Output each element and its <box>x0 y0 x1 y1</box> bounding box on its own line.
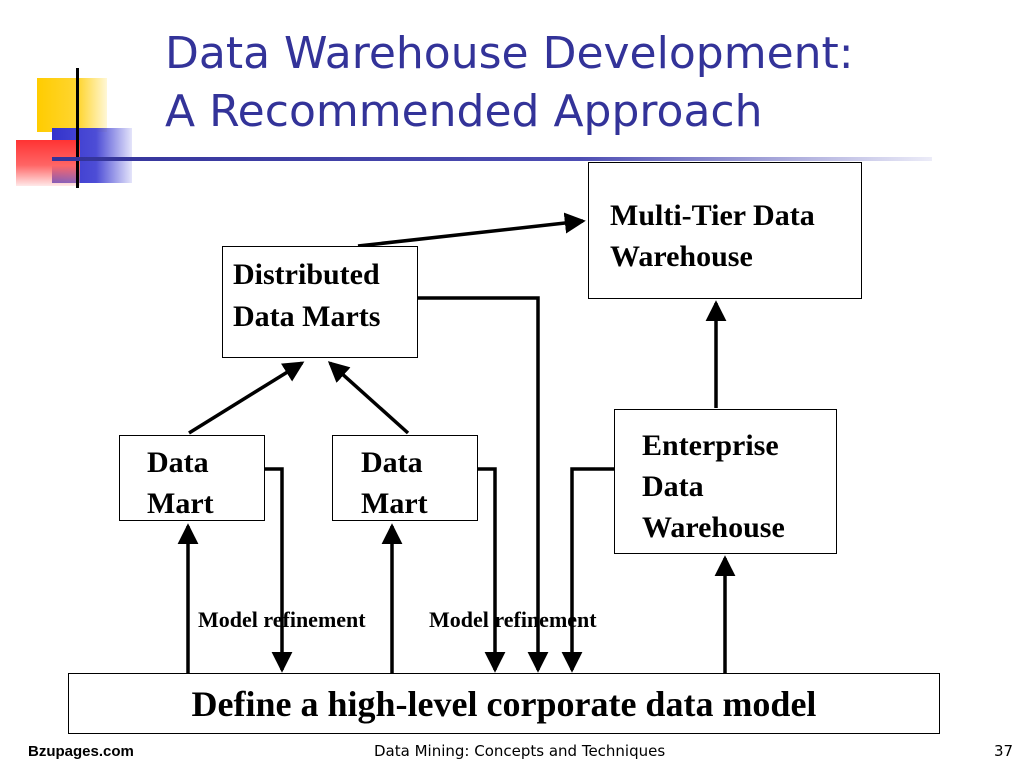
footer-site: Bzupages.com <box>28 743 134 760</box>
refinement-line-mart-right <box>478 467 506 673</box>
enterprise-box-line-2: Data <box>642 470 704 503</box>
data-mart-right-line-2: Mart <box>361 487 428 520</box>
arrow-mart-left-to-distributed <box>188 361 305 435</box>
model-refinement-label-right: Model refinement <box>429 607 597 632</box>
deco-red-square <box>16 140 80 186</box>
model-refinement-label-left: Model refinement <box>198 607 366 632</box>
deco-vertical-line <box>76 68 79 188</box>
enterprise-box-line-3: Warehouse <box>642 511 785 544</box>
refinement-line-mart-left <box>265 467 293 673</box>
data-mart-right-line-1: Data <box>361 446 423 479</box>
distributed-box-line-2: Data Marts <box>233 300 381 333</box>
arrow-distributed-to-multitier <box>357 212 586 248</box>
deco-yellow-square <box>37 78 107 132</box>
data-mart-right-box <box>332 435 478 521</box>
slide-title-line-2: A Recommended Approach <box>165 86 763 137</box>
multi-tier-box-line-1: Multi-Tier Data <box>610 199 815 232</box>
corporate-data-model-box <box>68 673 940 734</box>
corner-decoration <box>0 0 140 190</box>
corporate-data-model-text: Define a high-level corporate data model <box>191 684 817 724</box>
refinement-line-enterprise <box>561 467 614 673</box>
enterprise-warehouse-box <box>614 409 837 554</box>
distributed-box-line-1: Distributed <box>233 258 380 291</box>
title-underline <box>52 157 932 161</box>
multi-tier-warehouse-box <box>588 162 862 299</box>
data-mart-left-line-1: Data <box>147 446 209 479</box>
refinement-line-distributed <box>418 296 549 673</box>
data-mart-left-box <box>119 435 265 521</box>
multi-tier-box-line-2: Warehouse <box>610 240 753 273</box>
slide-title-line-1: Data Warehouse Development: <box>165 28 854 79</box>
data-mart-left-line-2: Mart <box>147 487 214 520</box>
distributed-data-marts-box <box>222 246 418 358</box>
enterprise-box-line-1: Enterprise <box>642 429 779 462</box>
footer-page-number: 37 <box>994 742 1014 760</box>
arrow-mart-right-to-distributed <box>327 361 410 435</box>
footer-course-title: Data Mining: Concepts and Techniques <box>374 742 666 760</box>
